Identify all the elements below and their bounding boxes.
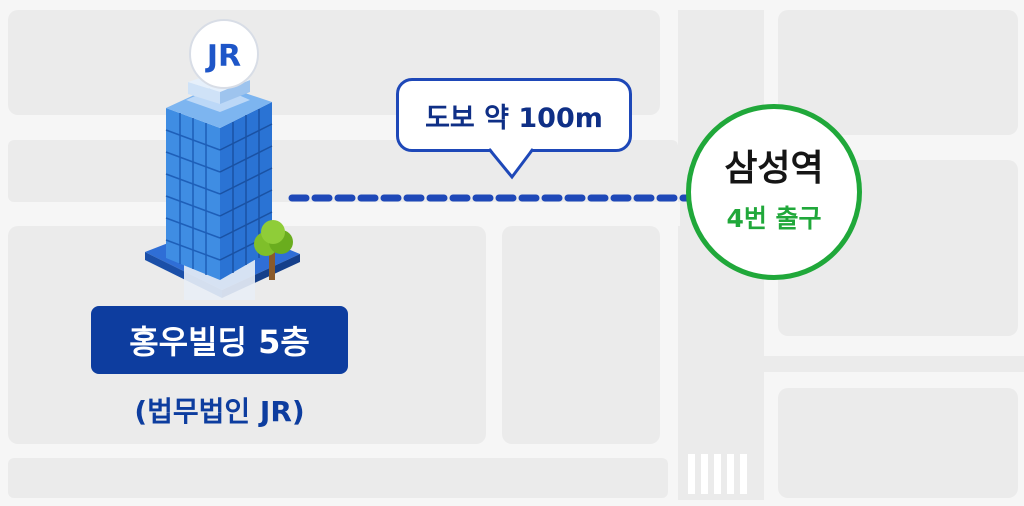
law-firm-name: (법무법인 JR) — [134, 395, 305, 428]
city-block — [502, 226, 660, 444]
city-block — [764, 356, 1024, 372]
crosswalk-icon — [688, 454, 747, 494]
city-block — [778, 388, 1018, 498]
tree-icon — [254, 220, 293, 280]
road-strip — [0, 202, 680, 226]
building-label: 홍우빌딩 5층 — [91, 306, 348, 374]
walking-distance-callout: 도보 약 100m — [396, 78, 632, 152]
building-name: 홍우빌딩 5층 — [129, 323, 310, 361]
city-block — [8, 458, 668, 498]
walking-distance-label: 도보 약 100m — [425, 102, 603, 134]
city-block — [778, 10, 1018, 135]
station-exit: 4번 출구 — [726, 203, 822, 233]
station-marker: 삼성역 4번 출구 — [686, 104, 862, 280]
callout-pointer — [488, 146, 534, 180]
station-name: 삼성역 — [724, 148, 824, 190]
jr-logo-icon: JR — [189, 19, 259, 89]
svg-text:JR: JR — [205, 39, 241, 74]
